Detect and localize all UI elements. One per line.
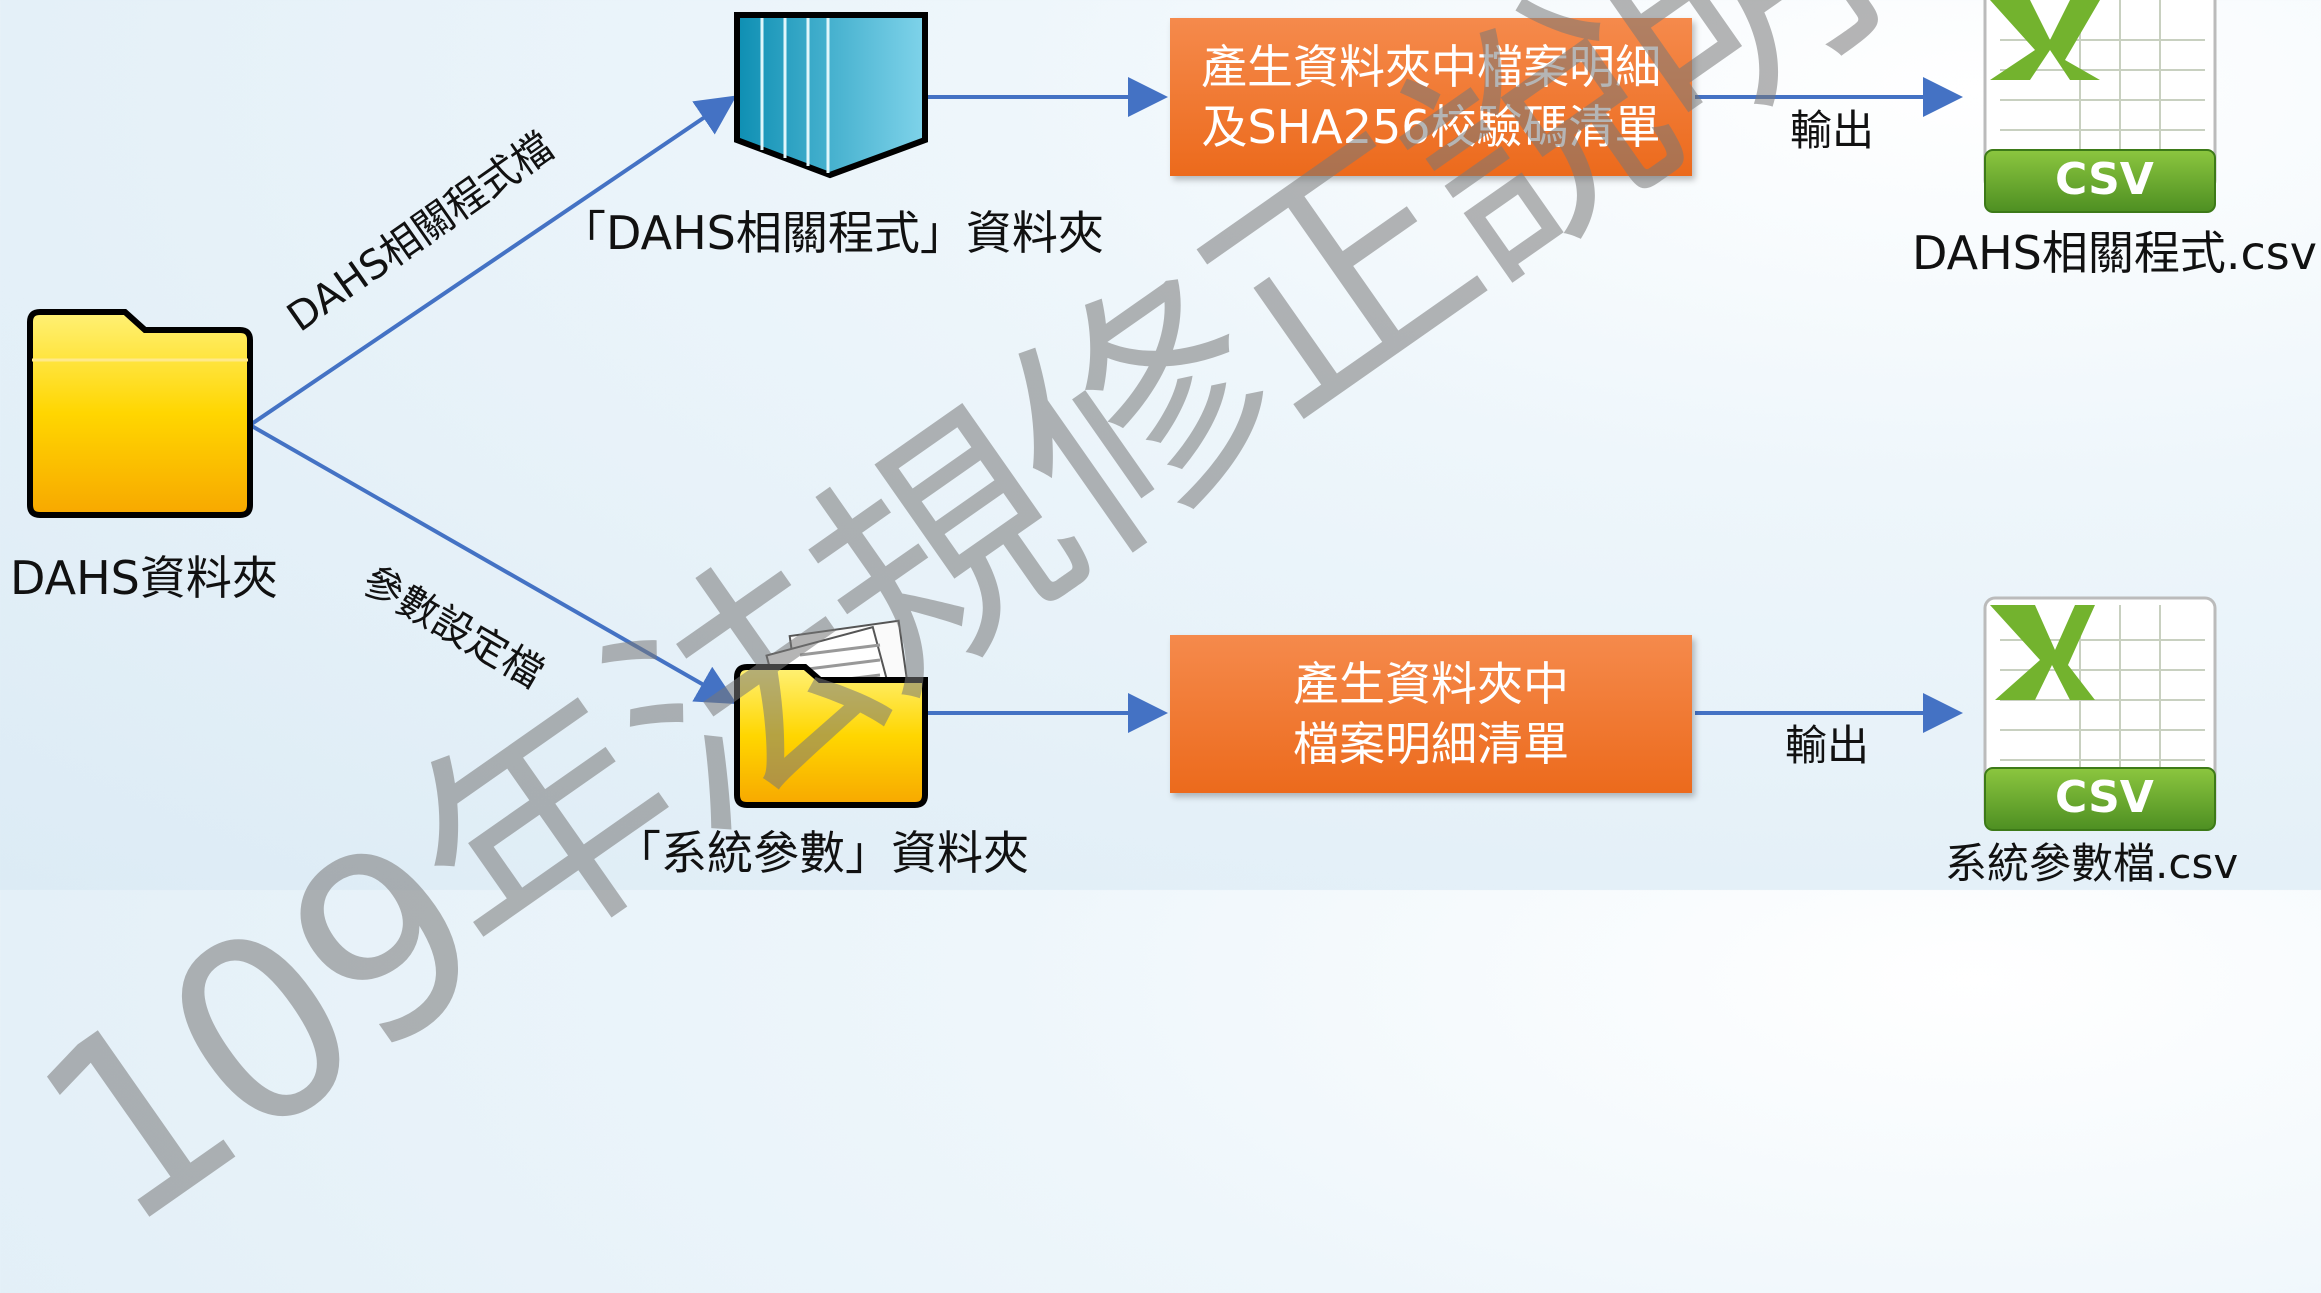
excel-csv-icon-bottom: [1983, 596, 2217, 831]
root-folder-label: DAHS資料夾: [10, 551, 278, 605]
arrow-root-to-param: [249, 423, 737, 704]
edge-label-output-bottom: 輸出: [1785, 721, 1870, 770]
csv-top-label: DAHS相關程式.csv: [1912, 226, 2317, 280]
csv-bottom-label: 系統參數檔.csv: [1945, 839, 2239, 888]
process-top-line1: 產生資料夾中檔案明細: [1201, 40, 1661, 94]
arrow-root-to-program: [248, 95, 737, 427]
program-folder-icon: [734, 12, 928, 179]
process-bottom-line1: 產生資料夾中: [1293, 657, 1569, 711]
process-box-top: 產生資料夾中檔案明細 及SHA256校驗碼清單: [1170, 18, 1692, 176]
csv-badge-bottom: CSV: [2055, 772, 2154, 823]
process-box-bottom: 產生資料夾中 檔案明細清單: [1170, 635, 1692, 793]
param-folder-icon: [734, 619, 928, 808]
edge-label-output-top: 輸出: [1790, 106, 1875, 155]
connector-arrows: [248, 77, 1963, 733]
param-folder-label: 「系統參數」資料夾: [615, 826, 1029, 880]
csv-badge-top: CSV: [2055, 154, 2154, 205]
folder-icon: [27, 309, 253, 518]
excel-csv-icon-top: [1983, 0, 2217, 213]
process-top-line2: 及SHA256校驗碼清單: [1201, 100, 1661, 154]
process-bottom-line2: 檔案明細清單: [1293, 717, 1569, 771]
diagram-canvas: [27, 0, 2217, 831]
program-folder-label: 「DAHS相關程式」資料夾: [560, 206, 1104, 260]
